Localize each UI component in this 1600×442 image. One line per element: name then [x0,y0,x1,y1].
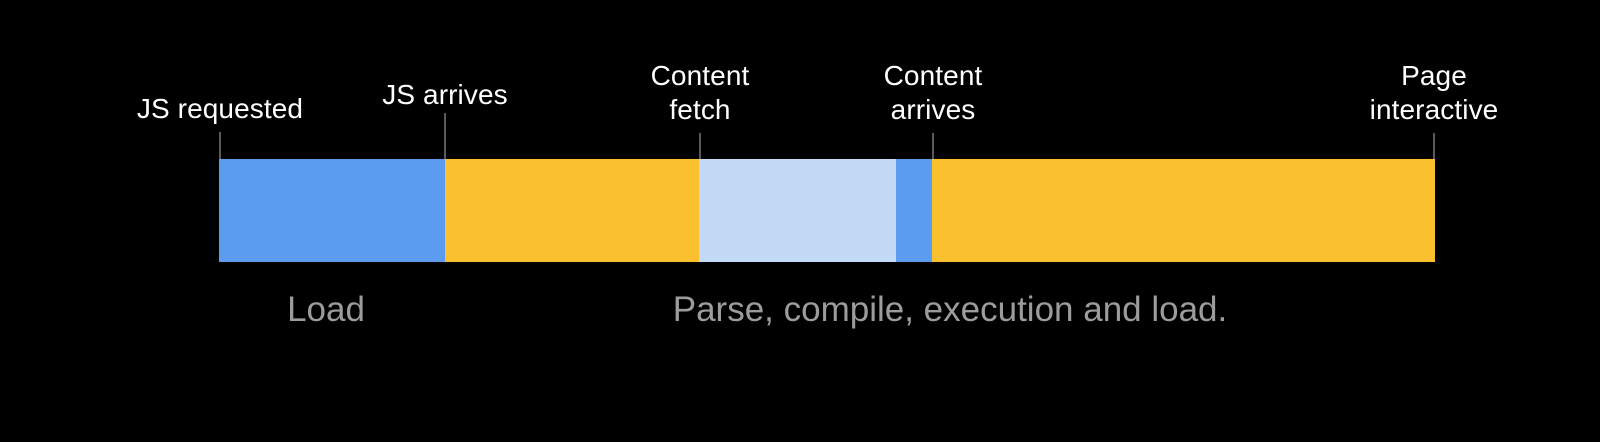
marker-leader-line-content-fetch [699,133,701,159]
marker-label-line: JS arrives [382,79,508,110]
marker-label-line: JS requested [136,93,304,124]
bar-segment-load [219,159,445,262]
caption-load: Load [287,290,365,329]
marker-label-line: fetch [669,94,731,125]
bar-segment-content-load [896,159,932,262]
timeline-bar [219,159,1435,262]
marker-leader-line-content-arrives [932,133,934,159]
caption-parse: Parse, compile, execution and load. [672,290,1228,329]
bar-segment-parse-compile-2 [932,159,1435,262]
marker-leader-line-page-interactive [1433,133,1435,159]
marker-leader-line-js-arrives [444,113,446,159]
bar-segment-parse-compile-1 [445,159,699,262]
marker-label-js-arrives: JS arrives [382,78,507,112]
marker-label-line: interactive [1369,94,1499,125]
marker-label-js-requested: JS requested [137,92,303,126]
marker-label-line: Content [650,60,750,91]
bar-segment-content-fetch [699,159,896,262]
marker-leader-line-js-requested [219,132,221,159]
marker-label-line: Page [1401,60,1467,91]
marker-label-line: arrives [890,94,976,125]
marker-label-line: Content [883,60,983,91]
